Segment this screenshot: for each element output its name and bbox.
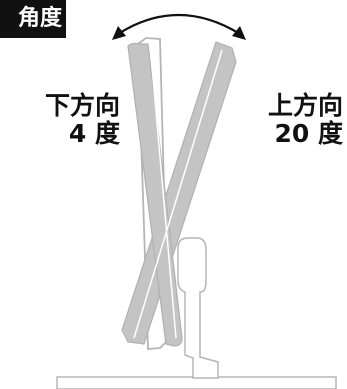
double-headed-curved-arrow-icon	[112, 13, 246, 40]
tilt-up-label: 上方向 20 度	[233, 92, 343, 148]
monitor-base	[56, 376, 337, 389]
monitor-stand	[177, 237, 219, 379]
screen-overlap-lines-2	[133, 49, 223, 339]
screen-front	[127, 42, 183, 347]
header-title: 角度	[17, 6, 62, 31]
screen-overlap-lines	[149, 43, 177, 339]
tilt-up-angle: 20 度	[274, 119, 344, 148]
tilt-up-direction: 上方向	[267, 91, 343, 120]
tilt-down-direction: 下方向	[44, 91, 120, 120]
tilt-down-label: 下方向 4 度	[20, 92, 120, 148]
header-badge: 角度	[0, 0, 66, 38]
tilt-down-angle: 4 度	[68, 119, 120, 148]
